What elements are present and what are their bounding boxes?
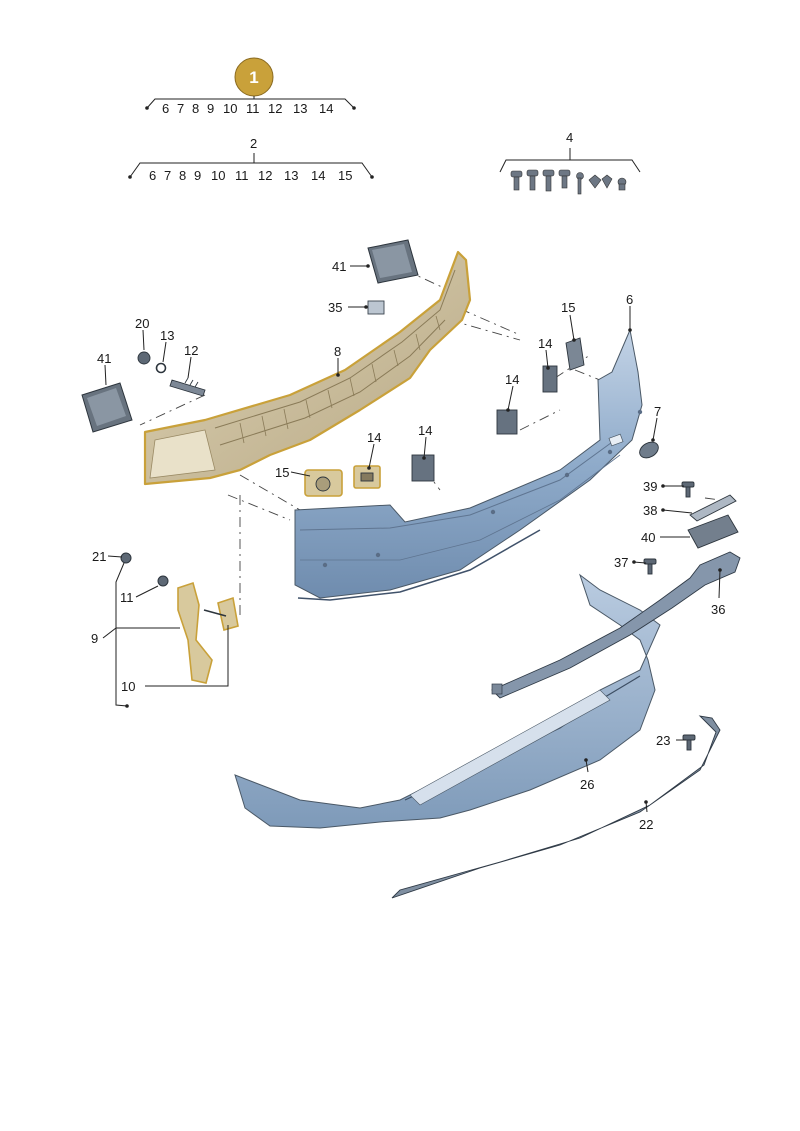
bracket-2-item: 7 [164,168,171,183]
right-fastener-parts[interactable] [637,439,739,751]
bracket-1-item: 9 [207,101,214,116]
callout-41-left[interactable]: 41 [97,351,111,366]
callout-14[interactable]: 14 [367,430,381,445]
callout-15[interactable]: 15 [561,300,575,315]
callout-14[interactable]: 14 [418,423,432,438]
screw-set-icon [510,169,627,195]
clip-part[interactable] [367,300,385,315]
sensor-holder-parts[interactable] [304,337,585,497]
diffuser-part[interactable] [234,573,661,829]
callout-39[interactable]: 39 [643,479,657,494]
callout-40[interactable]: 40 [641,530,655,545]
callout-38[interactable]: 38 [643,503,657,518]
callout-12[interactable]: 12 [184,343,198,358]
callout-11[interactable]: 11 [120,590,134,605]
bracket-group-2: 2 6 7 8 9 10 11 12 13 14 15 [128,136,374,183]
callout-15[interactable]: 15 [275,465,289,480]
bracket-group-1: 6 7 8 9 10 11 12 13 14 [145,96,356,116]
wiring-harness-part[interactable] [491,551,741,699]
assembly-badge[interactable]: 1 [234,57,274,97]
radar-sensor-lower-part[interactable] [81,382,133,433]
bracket-2-item: 15 [338,168,352,183]
bracket-1-item: 10 [223,101,237,116]
bracket-1-item: 14 [319,101,333,116]
bracket-1-item: 8 [192,101,199,116]
callout-36[interactable]: 36 [711,602,725,617]
callout-37[interactable]: 37 [614,555,628,570]
callout-21[interactable]: 21 [92,549,106,564]
bracket-2-item: 14 [311,168,325,183]
bracket-4-label: 4 [566,130,573,145]
callout-6[interactable]: 6 [626,292,633,307]
bumper-cover-part[interactable] [294,328,643,601]
bracket-2-item: 12 [258,168,272,183]
bracket-group-4: 4 [499,130,641,195]
callout-labels: 41 35 15 6 20 13 12 8 41 14 14 7 14 14 1… [91,259,725,832]
impact-absorber-part[interactable] [143,250,472,486]
small-fastener-parts[interactable] [137,351,206,397]
bracket-2-item: 8 [179,168,186,183]
bracket-1-item: 12 [268,101,282,116]
bracket-1-item: 13 [293,101,307,116]
callout-10[interactable]: 10 [121,679,135,694]
bracket-2-item: 10 [211,168,225,183]
bracket-2-item: 6 [149,168,156,183]
assembly-badge-label: 1 [249,68,258,87]
callout-35[interactable]: 35 [328,300,342,315]
callout-9[interactable]: 9 [91,631,98,646]
bracket-2-item: 13 [284,168,298,183]
callout-22[interactable]: 22 [639,817,653,832]
callout-14[interactable]: 14 [505,372,519,387]
side-guide-bracket-part[interactable] [120,552,239,684]
callout-13[interactable]: 13 [160,328,174,343]
callout-7[interactable]: 7 [654,404,661,419]
callout-41[interactable]: 41 [332,259,346,274]
callout-23[interactable]: 23 [656,733,670,748]
trim-strip-part[interactable] [391,715,721,899]
radar-sensor-upper-part[interactable] [367,239,419,284]
callout-8[interactable]: 8 [334,344,341,359]
callout-20[interactable]: 20 [135,316,149,331]
bracket-1-item: 6 [162,101,169,116]
bracket-2-label: 2 [250,136,257,151]
leader-lines [102,264,722,813]
bracket-1-item: 7 [177,101,184,116]
bracket-2-item: 11 [235,168,249,183]
callout-26[interactable]: 26 [580,777,594,792]
callout-14[interactable]: 14 [538,336,552,351]
bracket-2-item: 9 [194,168,201,183]
bracket-1-item: 11 [246,101,260,116]
